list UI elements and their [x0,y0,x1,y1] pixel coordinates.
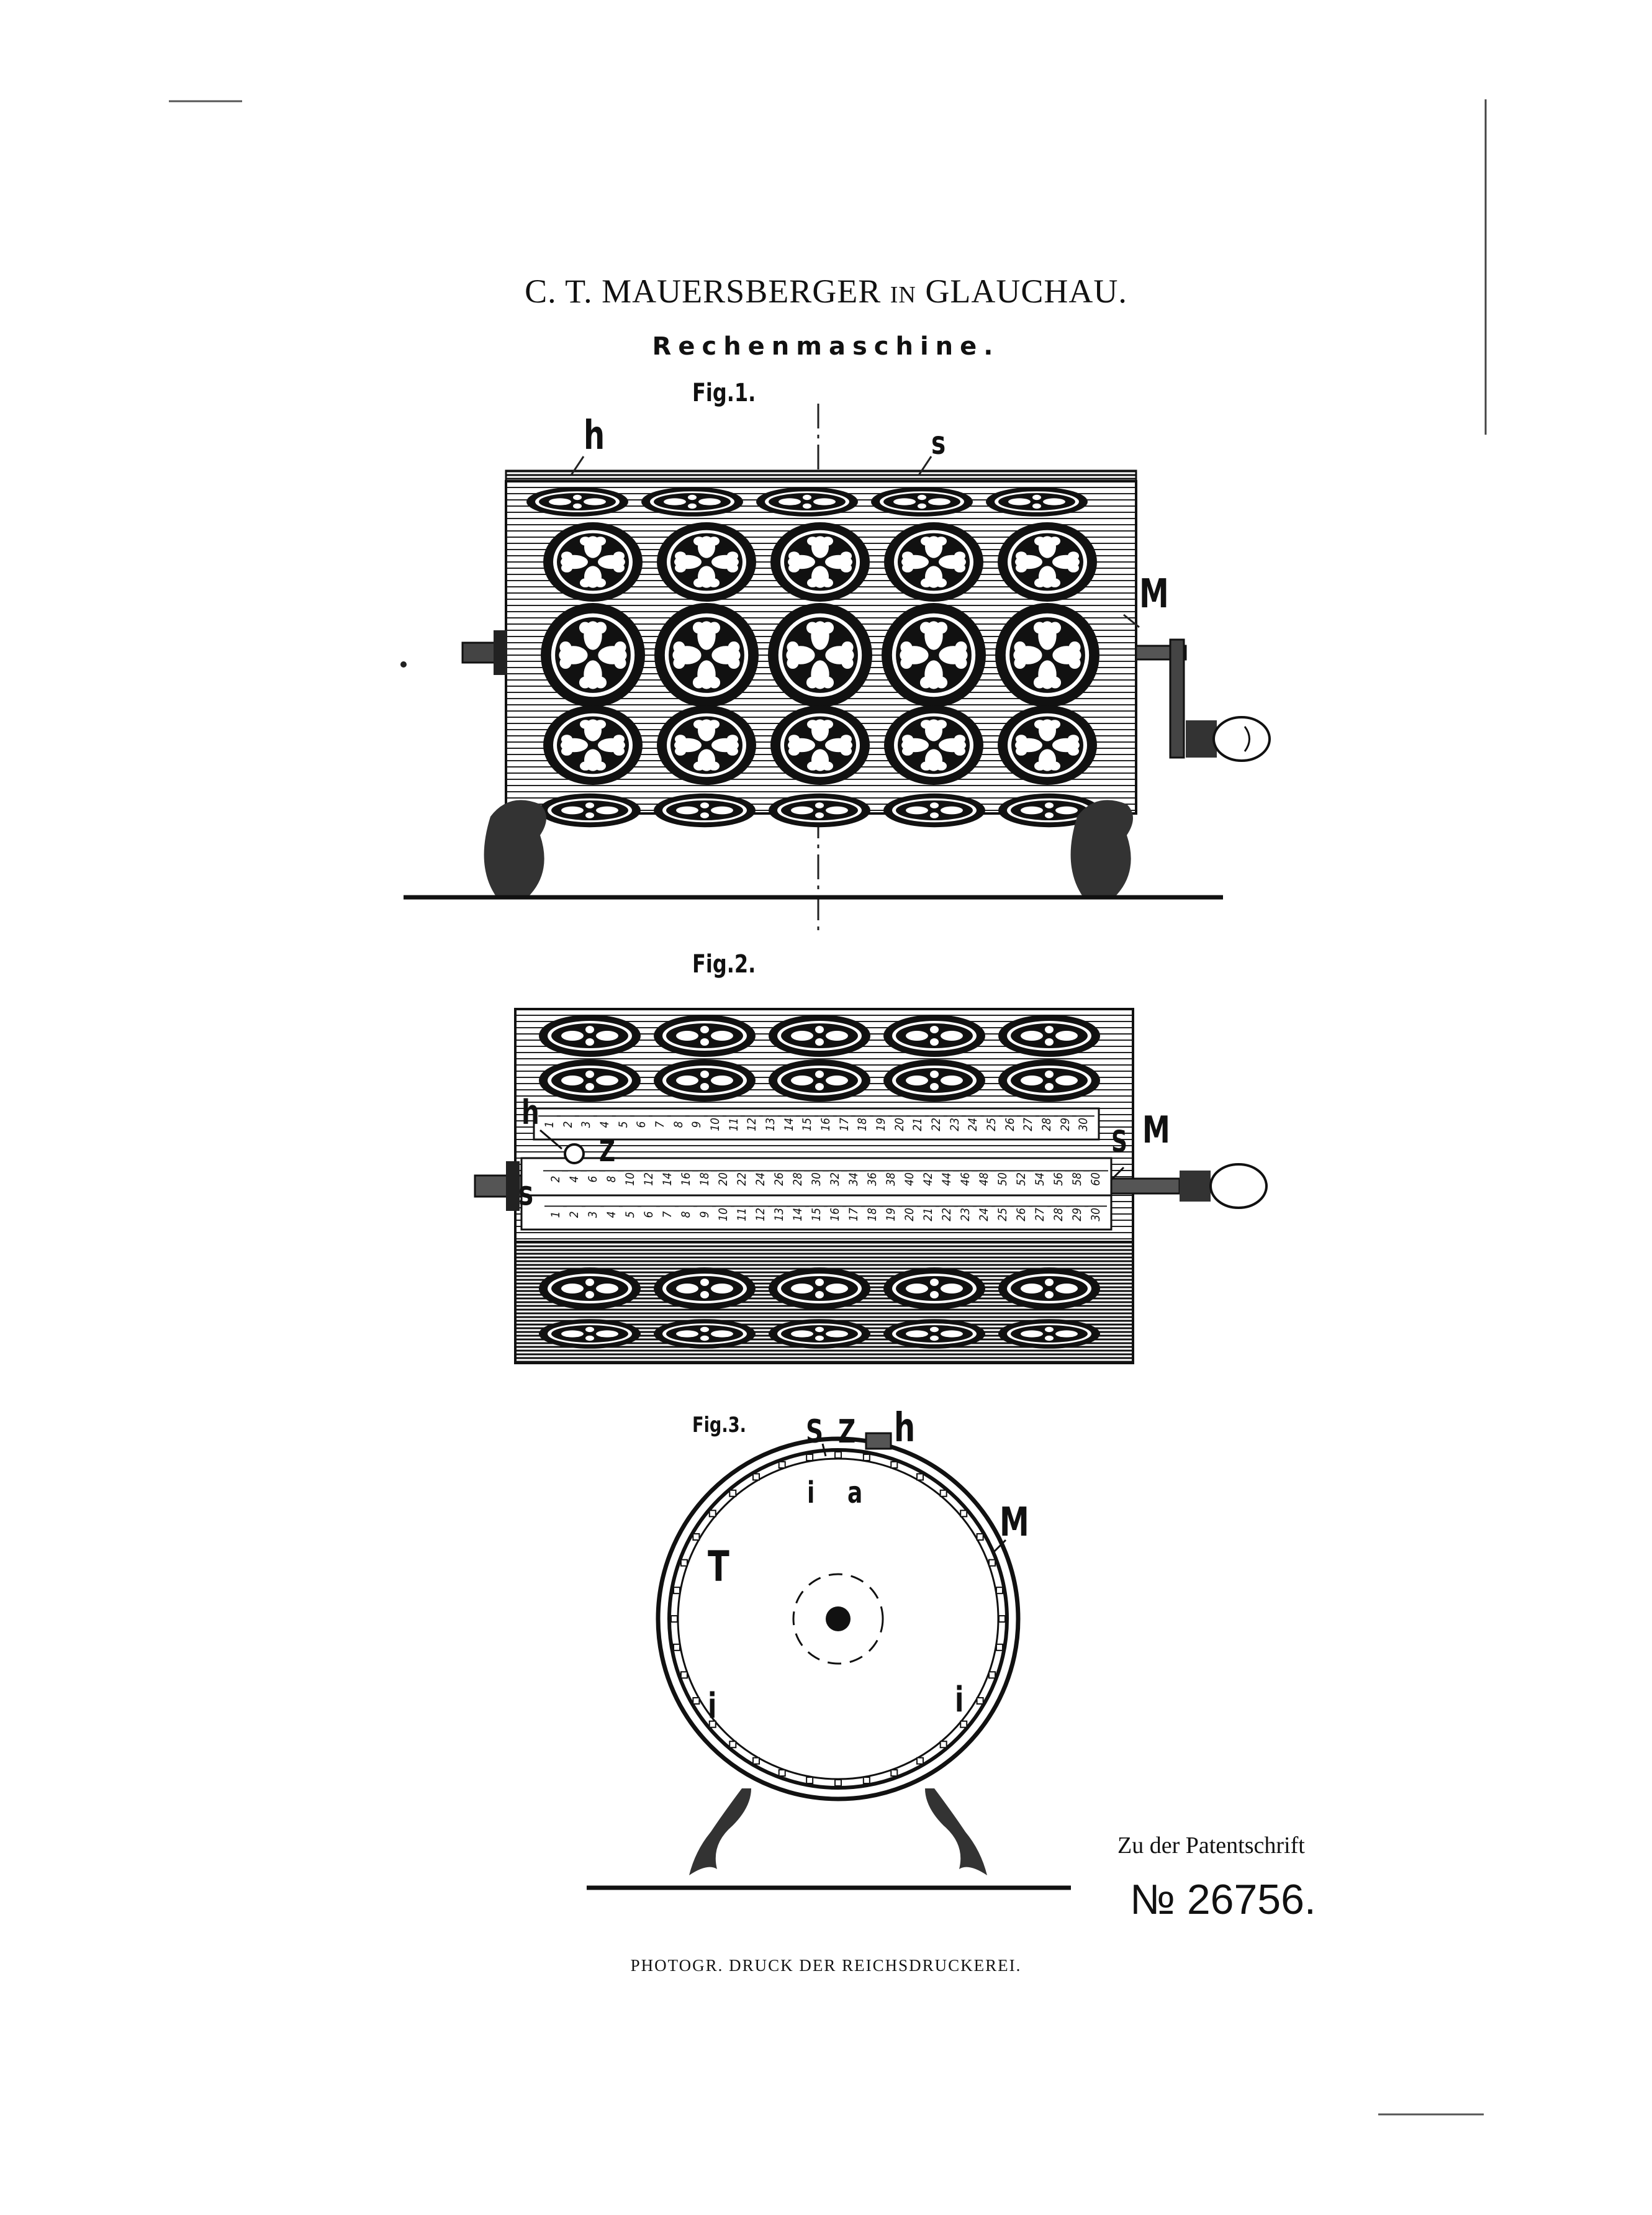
ring-stud [680,1671,688,1679]
figure-3-label: Fig.3. [692,1413,746,1438]
ring-stud [916,1757,924,1765]
fig2-part-s: s [518,1174,534,1213]
patent-reference: Zu der Patentschrift [1117,1832,1305,1859]
ring-stud [752,1757,760,1765]
fig2-part-h: h [521,1093,539,1132]
ring-stud [995,1587,1003,1595]
fig3-part-a: a [847,1475,863,1510]
ring-stud [708,1510,716,1518]
ring-stud [939,1489,947,1497]
ring-stud [806,1454,814,1462]
fig1-part-m: M [1139,571,1169,617]
ring-stud [778,1769,786,1777]
ring-stud [673,1587,681,1595]
inventor-name: C. T. MAUERSBERGER [525,273,882,310]
inventor-place: GLAUCHAU. [925,273,1127,310]
figure-2-label: Fig.2. [692,950,756,979]
figure-1-label: Fig.1. [692,379,756,407]
ring-stud [680,1559,688,1567]
fig3-part-z: Z [838,1413,856,1451]
ring-stud [729,1741,737,1749]
fig3-part-i-right: i [955,1680,964,1720]
scale-cell: 30 [1072,1115,1095,1133]
ring-stud [834,1451,842,1459]
fig3-part-i-left: i [708,1686,717,1726]
ring-stud [995,1643,1003,1651]
fig3-part-s: S [806,1413,824,1451]
ring-stud [778,1461,786,1469]
ring-stud [692,1533,700,1541]
ring-stud [890,1769,898,1777]
ring-stud [988,1559,996,1567]
fig3-part-m: M [1000,1500,1029,1546]
ring-stud [692,1697,700,1705]
ring-stud [834,1779,842,1787]
ring-stud [998,1615,1006,1623]
ring-stud [670,1615,678,1623]
printer-credit: PHOTOGR. DRUCK DER REICHSDRUCKEREI. [630,1956,1022,1975]
fig3-part-t: T [708,1542,729,1592]
figure-2-drawing [474,1008,1268,1364]
fig1-part-h: h [584,413,605,459]
fig1-part-s: s [931,425,946,462]
fig2-part-s-upper: S [1111,1125,1127,1159]
fig3-part-h: h [894,1405,916,1451]
ring-stud [960,1510,968,1518]
figure-3-drawing [587,1432,1071,1890]
inventor-line: C. T. MAUERSBERGER IN GLAUCHAU. [0,272,1652,310]
fig2-part-z: Z [599,1134,616,1169]
ring-stud [976,1533,984,1541]
fig3-part-i-top: i [807,1475,815,1510]
ring-stud [862,1776,870,1784]
ring-stud [752,1473,760,1481]
ring-stud [862,1454,870,1462]
scale-cell: 60 [1083,1170,1108,1187]
ring-stud [916,1473,924,1481]
ring-stud [806,1776,814,1784]
ring-stud [939,1741,947,1749]
patent-number: № 26756. [1130,1876,1316,1923]
figure-1-drawing [404,404,1271,931]
patent-title: Rechenmaschine. [652,332,1000,361]
ring-stud [960,1720,968,1728]
ring-stud [988,1671,996,1679]
ring-stud [976,1697,984,1705]
ring-stud [729,1489,737,1497]
ring-stud [673,1643,681,1651]
ring-stud [890,1461,898,1469]
inventor-in: IN [890,282,916,308]
ring-stud [708,1720,716,1728]
scale-cell: 30 [1085,1205,1107,1223]
fig2-part-m: M [1142,1108,1170,1152]
